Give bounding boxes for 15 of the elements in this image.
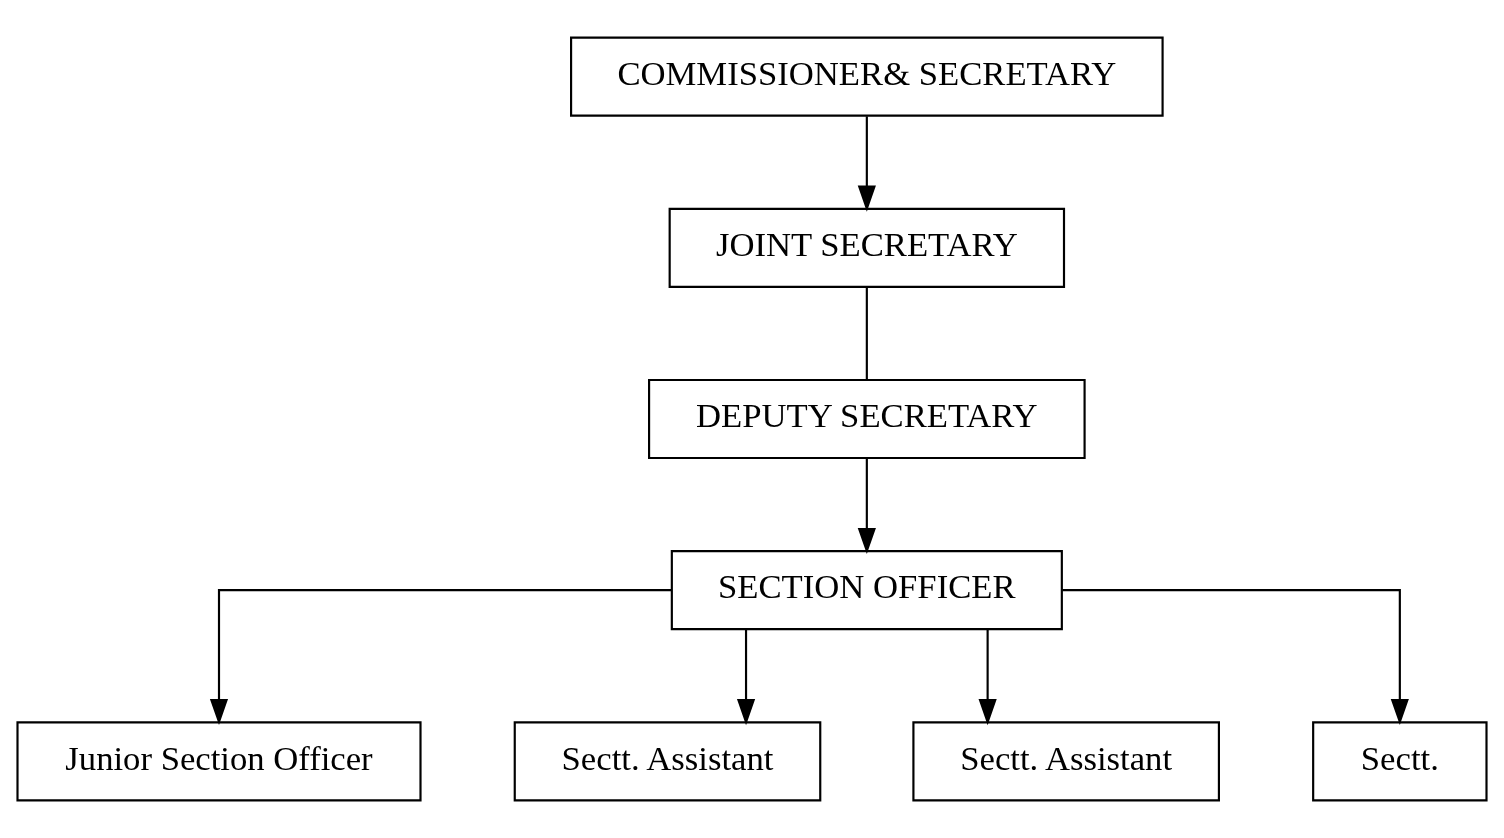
arrow — [857, 116, 876, 212]
node-box: Sectt. Assistant — [912, 721, 1220, 802]
connector — [865, 287, 868, 380]
arrow — [978, 629, 997, 726]
node-box: Sectt. — [1312, 721, 1488, 802]
node-box: DEPUTY SECRETARY — [648, 378, 1086, 460]
node-box: COMMISSIONER& SECRETARY — [570, 36, 1164, 117]
node-box: SECTION OFFICER — [670, 550, 1063, 631]
node-box: Junior Section Officer — [16, 721, 422, 802]
arrow — [1062, 589, 1409, 725]
arrow — [209, 589, 672, 725]
arrow — [736, 629, 756, 726]
node-box: JOINT SECRETARY — [668, 207, 1066, 288]
arrow — [857, 458, 876, 554]
node-box: Sectt. Assistant — [513, 721, 822, 802]
